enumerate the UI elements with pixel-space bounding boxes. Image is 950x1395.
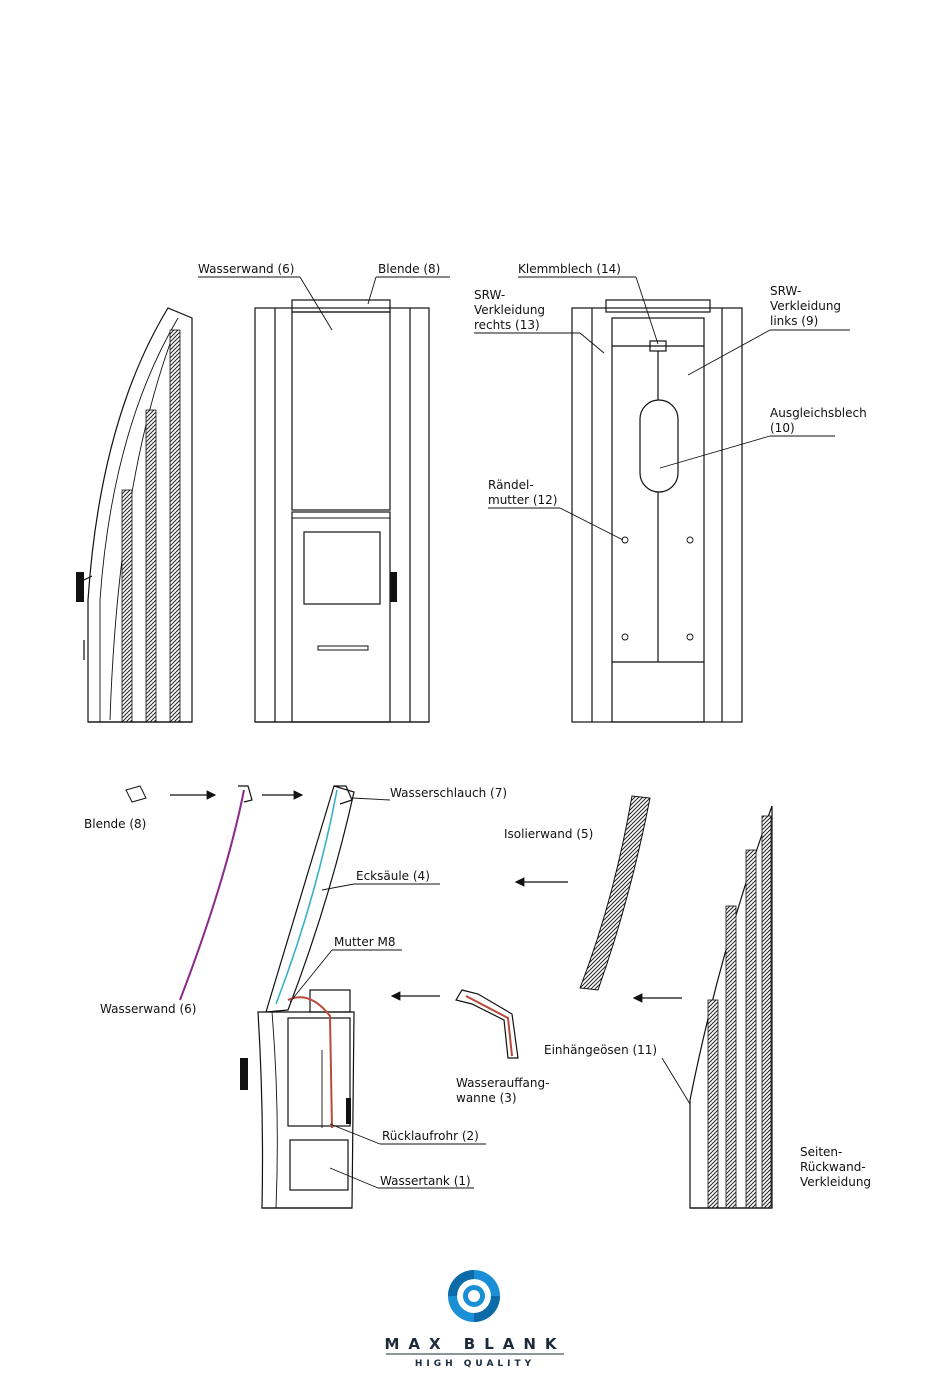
label-wasserwand-top: Wasserwand (6) xyxy=(198,262,294,276)
label-ruecklauf: Rücklaufrohr (2) xyxy=(382,1129,479,1143)
brand-name: MAX BLANK xyxy=(384,1335,565,1353)
brand-tagline: HIGH QUALITY xyxy=(415,1359,535,1369)
label-raendel-1: Rändel- xyxy=(488,478,534,492)
side-view-top xyxy=(76,307,193,723)
label-isolierwand: Isolierwand (5) xyxy=(504,827,593,841)
label-blende-top: Blende (8) xyxy=(378,262,440,276)
label-wasserwand-bottom: Wasserwand (6) xyxy=(100,1002,196,1016)
label-wassertank: Wassertank (1) xyxy=(380,1174,471,1188)
bottom-leaders xyxy=(289,797,691,1189)
stove-assembly xyxy=(240,785,355,1209)
label-ausgleich-2: (10) xyxy=(770,421,795,435)
blende-part xyxy=(125,785,217,803)
label-ausgleich-1: Ausgleichsblech xyxy=(770,406,867,420)
isolierwand-part xyxy=(514,795,651,991)
label-ecksaeule: Ecksäule (4) xyxy=(356,869,430,883)
label-srw-links-1: SRW- xyxy=(770,284,801,298)
label-auffang-2: wanne (3) xyxy=(456,1091,517,1105)
label-srw-links-2: Verkleidung xyxy=(770,299,841,313)
label-srw-rechts-3: rechts (13) xyxy=(474,318,540,332)
label-seiten-3: Verkleidung xyxy=(800,1175,871,1189)
max-blank-logo: MAX BLANK HIGH QUALITY xyxy=(384,1270,565,1369)
label-blende-bottom: Blende (8) xyxy=(84,817,146,831)
label-auffang-1: Wasserauffang- xyxy=(456,1076,549,1090)
label-srw-rechts-2: Verkleidung xyxy=(474,303,545,317)
label-einhaengeoesen: Einhängeösen (11) xyxy=(544,1043,657,1057)
label-raendel-2: mutter (12) xyxy=(488,493,557,507)
wasserwand-part xyxy=(179,785,304,1001)
label-wasserschlauch: Wasserschlauch (7) xyxy=(390,786,507,800)
front-view-top xyxy=(254,299,430,723)
label-seiten-1: Seiten- xyxy=(800,1145,842,1159)
label-mutter: Mutter M8 xyxy=(334,935,396,949)
auffangwanne-part xyxy=(390,989,519,1059)
back-view-top xyxy=(571,299,743,723)
label-klemmblech: Klemmblech (14) xyxy=(518,262,621,276)
top-leaders xyxy=(198,276,850,541)
label-seiten-2: Rückwand- xyxy=(800,1160,866,1174)
label-srw-rechts-1: SRW- xyxy=(474,288,505,302)
seitenwand-part xyxy=(632,805,773,1209)
label-srw-links-3: links (9) xyxy=(770,314,818,328)
swirl-logo-icon xyxy=(448,1270,500,1322)
diagram-labels: Wasserwand (6) Blende (8) Klemmblech (14… xyxy=(84,262,871,1189)
